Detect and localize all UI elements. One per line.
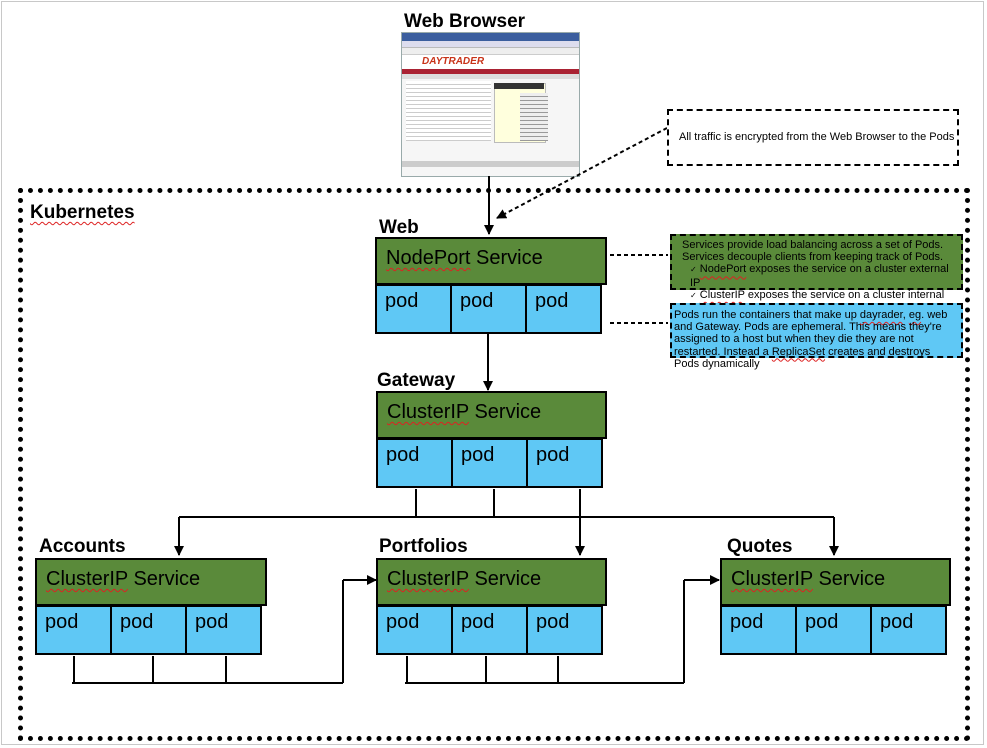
kubernetes-label: Kubernetes: [30, 202, 135, 223]
check-icon: ✓: [690, 265, 697, 275]
kubernetes-cluster-boundary: [18, 188, 970, 741]
accounts-pods: pod pod pod: [35, 605, 262, 655]
pod: pod: [110, 605, 187, 655]
pod: pod: [375, 284, 452, 334]
quotes-pods: pod pod pod: [720, 605, 947, 655]
gateway-label: Gateway: [377, 370, 456, 391]
pod: pod: [526, 605, 603, 655]
web-label: Web: [379, 217, 419, 238]
web-browser-label: Web Browser: [404, 11, 526, 32]
pod: pod: [185, 605, 262, 655]
check-icon: ✓: [690, 290, 697, 300]
pod: pod: [870, 605, 947, 655]
pod: pod: [376, 438, 453, 488]
encryption-note: All traffic is encrypted from the Web Br…: [667, 109, 959, 166]
pod: pod: [526, 438, 603, 488]
web-pods: pod pod pod: [375, 284, 602, 334]
services-note: Services provide load balancing across a…: [670, 234, 963, 314]
pod: pod: [720, 605, 797, 655]
pods-note: Pods run the containers that make up day…: [670, 303, 963, 370]
pod: pod: [525, 284, 602, 334]
pod: pod: [451, 605, 528, 655]
gateway-clusterip-service: ClusterIP Service: [376, 391, 607, 439]
pod: pod: [35, 605, 112, 655]
pod: pod: [795, 605, 872, 655]
gateway-pods: pod pod pod: [376, 438, 603, 488]
pod: pod: [451, 438, 528, 488]
pod: pod: [376, 605, 453, 655]
web-nodeport-service: NodePort Service: [375, 237, 607, 285]
daytrader-logo: DAYTRADER: [422, 56, 485, 67]
browser-screenshot: DAYTRADER: [401, 32, 580, 177]
accounts-clusterip-service: ClusterIP Service: [35, 558, 267, 606]
quotes-clusterip-service: ClusterIP Service: [720, 558, 951, 606]
accounts-label: Accounts: [39, 536, 126, 557]
portfolios-label: Portfolios: [379, 536, 468, 557]
pod: pod: [450, 284, 527, 334]
quotes-label: Quotes: [727, 536, 793, 557]
service-type: NodePort: [386, 247, 471, 269]
portfolios-clusterip-service: ClusterIP Service: [376, 558, 607, 606]
portfolios-pods: pod pod pod: [376, 605, 603, 655]
